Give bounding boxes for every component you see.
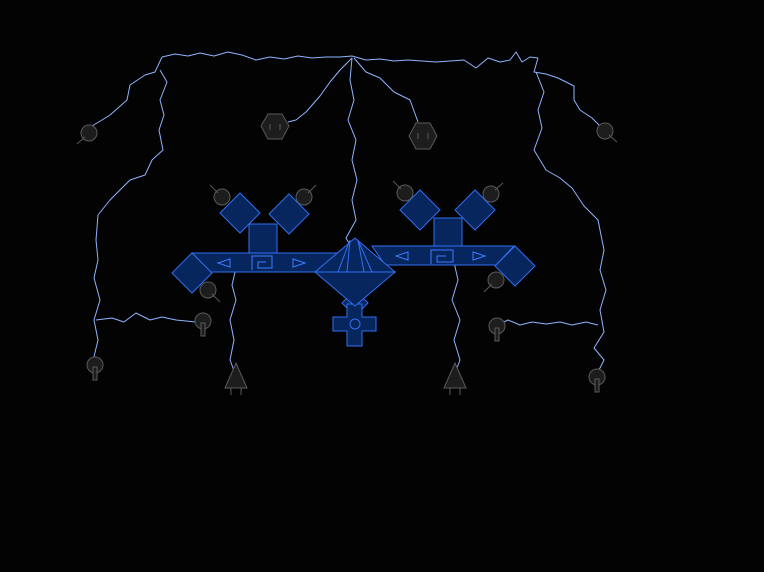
left-wing-glyph-icon bbox=[251, 255, 273, 270]
lightning-center-right bbox=[353, 57, 419, 123]
right-wing-neck bbox=[433, 217, 463, 249]
lightning-right-outer bbox=[533, 57, 607, 133]
lightning-right-down bbox=[533, 71, 607, 377]
left-arrow-left-icon bbox=[216, 258, 231, 268]
peg-right-inner-stem bbox=[494, 327, 500, 342]
right-wing-glyph-icon bbox=[430, 249, 454, 264]
lightning-right-lower bbox=[497, 319, 599, 326]
turret-left-lower-barrel bbox=[211, 293, 221, 303]
turret-outer-right-barrel bbox=[608, 134, 618, 143]
cross-core-ring bbox=[349, 318, 361, 330]
lightning-center-down bbox=[345, 57, 358, 253]
core-spire-blade-left bbox=[337, 239, 351, 273]
hex-hub-right bbox=[408, 122, 438, 150]
turret-outer-left-barrel bbox=[76, 136, 86, 145]
lightning-center-left bbox=[287, 57, 353, 123]
pylon-left bbox=[224, 361, 248, 389]
pylon-right bbox=[443, 361, 467, 389]
turret-nodes bbox=[76, 113, 618, 395]
right-wing-upper-diamond-a bbox=[399, 189, 441, 231]
left-wing-neck bbox=[248, 223, 278, 255]
right-arrow-right-icon bbox=[472, 251, 487, 261]
lightning-left-lower bbox=[95, 312, 197, 323]
turret-left-wing-a-barrel bbox=[209, 184, 219, 194]
lightning-arcs bbox=[84, 51, 607, 377]
central-core bbox=[313, 237, 397, 307]
core-spire-blade-right bbox=[357, 239, 373, 273]
left-wing-end-diamond bbox=[171, 252, 213, 294]
lightning-left-outer bbox=[84, 56, 163, 132]
right-arrow-left-icon bbox=[394, 251, 409, 261]
lightning-top-span bbox=[161, 51, 539, 69]
cross-body bbox=[332, 303, 377, 347]
left-wing-upper-diamond-a bbox=[219, 192, 261, 234]
left-wing bbox=[171, 192, 346, 294]
peg-far-right-stem bbox=[594, 378, 600, 393]
turret-right-wing-a-barrel bbox=[392, 180, 402, 190]
turret-right-lower-barrel bbox=[483, 283, 493, 293]
turret-left-wing-b-barrel bbox=[307, 184, 317, 194]
peg-far-left-stem bbox=[92, 366, 98, 381]
left-arrow-right-icon bbox=[292, 258, 307, 268]
hex-hub-left bbox=[260, 113, 290, 140]
right-wing-end-diamond bbox=[494, 245, 536, 287]
left-wing-upper-diamond-b bbox=[268, 193, 310, 235]
turret-right-wing-b-barrel bbox=[494, 182, 504, 191]
peg-left-inner-stem bbox=[200, 322, 206, 337]
lightning-left-pylon bbox=[229, 267, 237, 377]
lightning-left-down bbox=[91, 69, 168, 366]
lightning-right-pylon bbox=[451, 261, 461, 377]
core-spire bbox=[313, 237, 397, 273]
